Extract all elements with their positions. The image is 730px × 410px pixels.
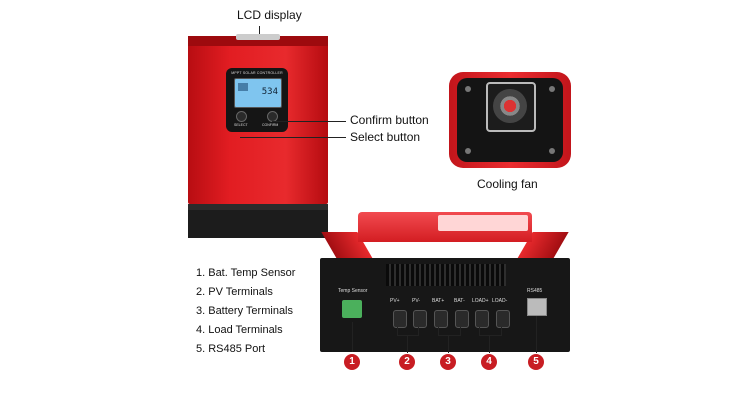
controller-black-base: [188, 204, 328, 238]
legend-item: 3. Battery Terminals: [196, 305, 294, 317]
marker-line: [536, 316, 537, 353]
panel-title: MPPT SOLAR CONTROLLER: [231, 71, 283, 75]
port-label: LOAD-: [492, 298, 508, 304]
select-button-label-callout: Select button: [350, 130, 421, 144]
marker-line: [448, 335, 449, 353]
pv-minus-terminal: [413, 310, 427, 328]
pv-bracket: [397, 327, 419, 336]
legend-item: 5. RS485 Port: [196, 343, 266, 355]
rs485-port: [527, 298, 547, 316]
marker-line: [489, 335, 490, 353]
bat-plus-terminal: [434, 310, 448, 328]
legend-item: 2. PV Terminals: [196, 286, 273, 298]
screw-icon: [549, 148, 555, 154]
screw-icon: [465, 86, 471, 92]
marker-3: 3: [440, 354, 456, 370]
lcd-value: 534: [261, 87, 278, 97]
cooling-fan-label: Cooling fan: [477, 177, 538, 191]
port-label: BAT+: [432, 298, 445, 304]
confirm-button-label-callout: Confirm button: [350, 113, 429, 127]
marker-2: 2: [399, 354, 415, 370]
cooling-fan-inset: [449, 68, 571, 172]
confirm-callout-line: [272, 121, 346, 122]
bottom-window: [438, 215, 528, 231]
marker-line: [407, 335, 408, 353]
port-label: PV+: [390, 298, 400, 304]
control-panel: MPPT SOLAR CONTROLLER 534 SELECT CONFIRM: [226, 68, 288, 132]
load-minus-terminal: [496, 310, 510, 328]
component-legend: 1. Bat. Temp Sensor 2. PV Terminals 3. B…: [196, 264, 295, 359]
controller-top-cap: [188, 36, 328, 46]
port-label: PV-: [412, 298, 421, 304]
select-callout-line: [240, 137, 346, 138]
port-label: BAT-: [454, 298, 465, 304]
marker-5: 5: [528, 354, 544, 370]
screw-icon: [465, 148, 471, 154]
marker-line: [352, 322, 353, 352]
temp-sensor-terminal: [342, 300, 362, 318]
controller-bottom-view: Temp Sensor PV+ PV- BAT+ BAT- LOAD+ LOAD…: [320, 212, 570, 352]
bottom-red-top: [358, 212, 532, 242]
fan-housing: [457, 78, 563, 162]
legend-item: 1. Bat. Temp Sensor: [196, 267, 296, 279]
battery-icon: [238, 83, 248, 91]
fan-icon: [493, 89, 527, 123]
temp-sensor-label: Temp Sensor: [338, 288, 368, 294]
port-label: LOAD+: [472, 298, 489, 304]
lcd-screen: 534: [234, 78, 282, 108]
screw-icon: [549, 86, 555, 92]
load-bracket: [479, 327, 502, 336]
select-button-label: SELECT: [234, 123, 248, 127]
vent-slots: [386, 264, 506, 286]
fan-grill: [486, 82, 536, 132]
marker-1: 1: [344, 354, 360, 370]
select-button[interactable]: [236, 111, 247, 122]
pv-plus-terminal: [393, 310, 407, 328]
legend-item: 4. Load Terminals: [196, 324, 283, 336]
rs485-label: RS485: [527, 288, 543, 294]
battery-bracket: [438, 327, 461, 336]
top-vent: [236, 34, 280, 40]
load-plus-terminal: [475, 310, 489, 328]
confirm-button-label: CONFIRM: [262, 123, 279, 127]
bat-minus-terminal: [455, 310, 469, 328]
marker-4: 4: [481, 354, 497, 370]
lcd-display-label: LCD display: [237, 8, 302, 22]
